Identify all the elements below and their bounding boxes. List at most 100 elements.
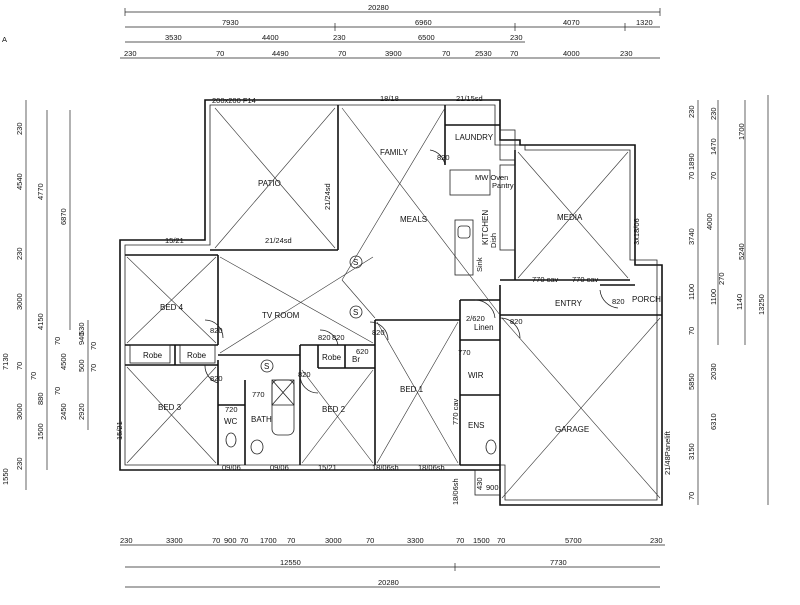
dim-right-b-2: 270 <box>717 272 726 285</box>
room-entry: ENTRY <box>555 299 583 308</box>
door-family: 820 <box>437 153 450 162</box>
dim-right-b-0: 230 <box>709 107 718 120</box>
dim-top-r4-7: 70 <box>510 49 518 58</box>
dim-left-c-2: 2450 <box>59 403 68 420</box>
dim-bot-r1-1: 3300 <box>166 536 183 545</box>
dim-bot-r1-9: 3300 <box>407 536 424 545</box>
dim-bot-r1-3: 900 <box>224 536 237 545</box>
dim-right-c-4: 13250 <box>757 294 766 315</box>
room-tvroom: TV ROOM <box>262 311 300 320</box>
door-porch: 820 <box>612 297 625 306</box>
dim-top-r2-1: 6960 <box>415 18 432 27</box>
win-media-side: 3x18/06 <box>632 218 641 245</box>
dim-bot-r1-11: 1500 <box>473 536 490 545</box>
dim-left-d-0: 530 <box>77 322 86 335</box>
dim-right-b-3: 1100 <box>709 289 718 305</box>
toilet-wc <box>225 432 237 448</box>
dim-bot-overall: 20280 <box>378 578 399 587</box>
dim-right-a-3: 70 <box>687 172 696 180</box>
outer-walls <box>119 99 663 506</box>
smoke-detector-2: S <box>264 362 269 371</box>
dim-left-d-5: 70 <box>89 364 98 372</box>
dim-bot-r1-6: 70 <box>287 536 295 545</box>
dim-right-a-5: 70 <box>687 327 696 335</box>
dim-right-a-6: 1100 <box>687 284 696 300</box>
dim-left-b-2: 7130 <box>1 353 10 370</box>
dim-top-overall: 20280 <box>368 3 389 12</box>
door-bed1: 820 <box>372 328 385 337</box>
dim-left-c-3: 70 <box>53 387 62 395</box>
dim-top-r4-5: 70 <box>442 49 450 58</box>
dim-left-a-3: 3000 <box>15 293 24 310</box>
kitchen-bench <box>499 164 516 251</box>
win-bed4-top: 15/21 <box>165 236 184 245</box>
door-wc: 720 <box>225 405 238 414</box>
room-family: FAMILY <box>380 148 409 157</box>
dim-right-b-1: 70 <box>709 172 718 180</box>
dim-top-r4-2: 4490 <box>272 49 289 58</box>
win-patio-top: 200x200 F14 <box>212 96 256 105</box>
room-kitchen: KITCHEN <box>481 210 490 245</box>
room-robe-2: Robe <box>187 351 207 360</box>
dim-bot-r1-10: 70 <box>456 536 464 545</box>
dim-left-b-4: 880 <box>36 392 45 405</box>
top-dimensions: 20280 7930 6960 4070 1320 3530 4400 230 … <box>2 3 661 59</box>
dim-right-c-1: 4000 <box>705 213 714 230</box>
dim-left-b-0: 4770 <box>36 183 45 200</box>
ens-shower <box>474 469 501 496</box>
door-bed4: 820 <box>210 326 223 335</box>
room-bath: BATH <box>251 415 272 424</box>
door-linen: 2/620 <box>466 314 485 323</box>
door-bath: 770 <box>252 390 265 399</box>
dim-right-a-4: 3740 <box>687 228 696 245</box>
dim-right-a-0: 230 <box>687 105 696 118</box>
room-robe-3: Robe <box>322 353 342 362</box>
ens-shower-dim: 430 <box>475 477 484 490</box>
room-br: Br <box>352 355 360 364</box>
win-family-top: 18/18 <box>380 94 399 103</box>
door-hall-a: 820 <box>332 333 345 342</box>
dim-bot-r1-12: 70 <box>497 536 505 545</box>
fixtures <box>129 129 516 496</box>
dim-right-c-3: 6310 <box>709 413 718 430</box>
pantry-unit <box>449 169 491 196</box>
room-bed1: BED 1 <box>400 385 424 394</box>
dim-top-r2-3: 1320 <box>636 18 653 27</box>
dim-top-r2-0: 7930 <box>222 18 239 27</box>
win-bottom-3: 15/21 <box>318 463 337 472</box>
win-bottom-1: 09/06 <box>222 463 241 472</box>
label-mw-oven: MW Oven <box>475 173 508 182</box>
smoke-detector-3: S <box>353 258 358 267</box>
dim-bot-r1-14: 230 <box>650 536 663 545</box>
dim-bot-r1-8: 70 <box>366 536 374 545</box>
door-labels: 820 820 820 820 820 620 820 820 770 720 … <box>210 153 625 492</box>
dim-left-a-6: 230 <box>15 457 24 470</box>
room-labels: PATIO FAMILY MEALS LAUNDRY KITCHEN MEDIA… <box>143 133 661 434</box>
dim-bot-r2-0: 12550 <box>280 558 301 567</box>
door-swings <box>204 149 619 394</box>
dim-right-b-4: 1140 <box>735 294 744 310</box>
door-bed2: 820 <box>298 370 311 379</box>
win-tv-top: 21/24sd <box>265 236 292 245</box>
room-bed3: BED 3 <box>158 403 182 412</box>
dim-left-c-0: 6870 <box>59 208 68 225</box>
room-wir: WIR <box>468 371 484 380</box>
door-hall-b: 820 <box>318 333 331 342</box>
dim-right-b-5: 2030 <box>709 363 718 380</box>
robe-bed4 <box>129 344 171 364</box>
bathtub <box>271 379 295 436</box>
kitchen-island <box>454 219 474 276</box>
door-ens: 770 cav <box>451 398 460 425</box>
dim-top-r4-0: 230 <box>124 49 137 58</box>
dim-left-d-1: 500 <box>77 359 86 372</box>
dim-top-r4-3: 70 <box>338 49 346 58</box>
dim-top-r4-1: 70 <box>216 49 224 58</box>
dim-left-a-0: 230 <box>15 122 24 135</box>
dim-right-a-7: 5850 <box>687 373 696 390</box>
door-hall-620: 620 <box>356 347 369 356</box>
dim-top-r4-6: 2530 <box>475 49 492 58</box>
window-labels: 200x200 F14 18/18 21/15sd 21/24sd 15/21 … <box>115 94 672 505</box>
dim-left-c-1: 4500 <box>59 353 68 370</box>
room-bed2: BED 2 <box>322 405 346 414</box>
